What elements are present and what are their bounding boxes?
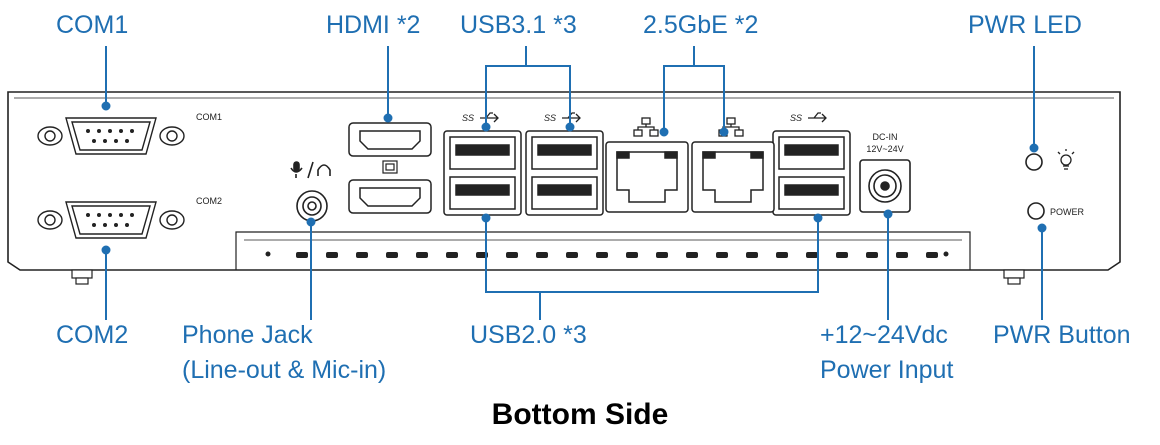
usb-stack-2: [525, 130, 604, 216]
bulb-icon: [1057, 149, 1075, 170]
hdmi-ports: [348, 122, 432, 214]
callout-pwr-button: PWR Button: [993, 321, 1131, 349]
network-icon: [633, 117, 744, 137]
callout-hdmi: HDMI *2: [326, 11, 421, 39]
callout-power-input: +12~24Vdc: [820, 321, 948, 349]
panel-label-com1: COM1: [196, 112, 222, 122]
callout-phone-jack: Phone Jack: [182, 321, 313, 349]
callout-usb31: USB3.1 *3: [460, 11, 577, 39]
usb-stack-1: [443, 130, 522, 216]
ss-usb-icon: SS SS SS: [462, 112, 827, 123]
callout-pwr-led: PWR LED: [968, 11, 1082, 39]
panel-label-ss-usb-1: SS: [462, 113, 474, 123]
callout-com2: COM2: [56, 321, 129, 349]
pwr-led: [1025, 153, 1043, 171]
callout-power-input-detail: Power Input: [820, 356, 954, 384]
power-button: [1027, 202, 1045, 220]
callout-usb20: USB2.0 *3: [470, 321, 587, 349]
usb-stack-3: [772, 130, 851, 216]
callout-lan: 2.5GbE *2: [643, 11, 759, 39]
mic-headphone-icon: [290, 161, 331, 179]
dc-in-jack: [859, 159, 911, 213]
com2-port: [37, 201, 185, 239]
callout-phone-jack-detail: (Line-out & Mic-in): [182, 356, 387, 384]
panel-label-ss-usb-2: SS: [544, 113, 556, 123]
panel-label-dc-in: DC-IN: [873, 132, 898, 142]
callout-com1: COM1: [56, 11, 129, 39]
panel-label-ss-usb-3: SS: [790, 113, 802, 123]
callout-lines: [101, 46, 1047, 320]
chassis-feet: [71, 269, 1025, 285]
hdmi-icon: [382, 160, 398, 174]
panel-label-dc-voltage: 12V~24V: [866, 144, 903, 154]
com1-port: [37, 117, 185, 155]
audio-jack: [296, 190, 328, 222]
vent-slots: [265, 251, 949, 258]
diagram-title: Bottom Side: [491, 398, 669, 431]
lan-ports: [605, 141, 775, 213]
panel-label-com2: COM2: [196, 196, 222, 206]
panel-label-power: POWER: [1050, 207, 1085, 217]
